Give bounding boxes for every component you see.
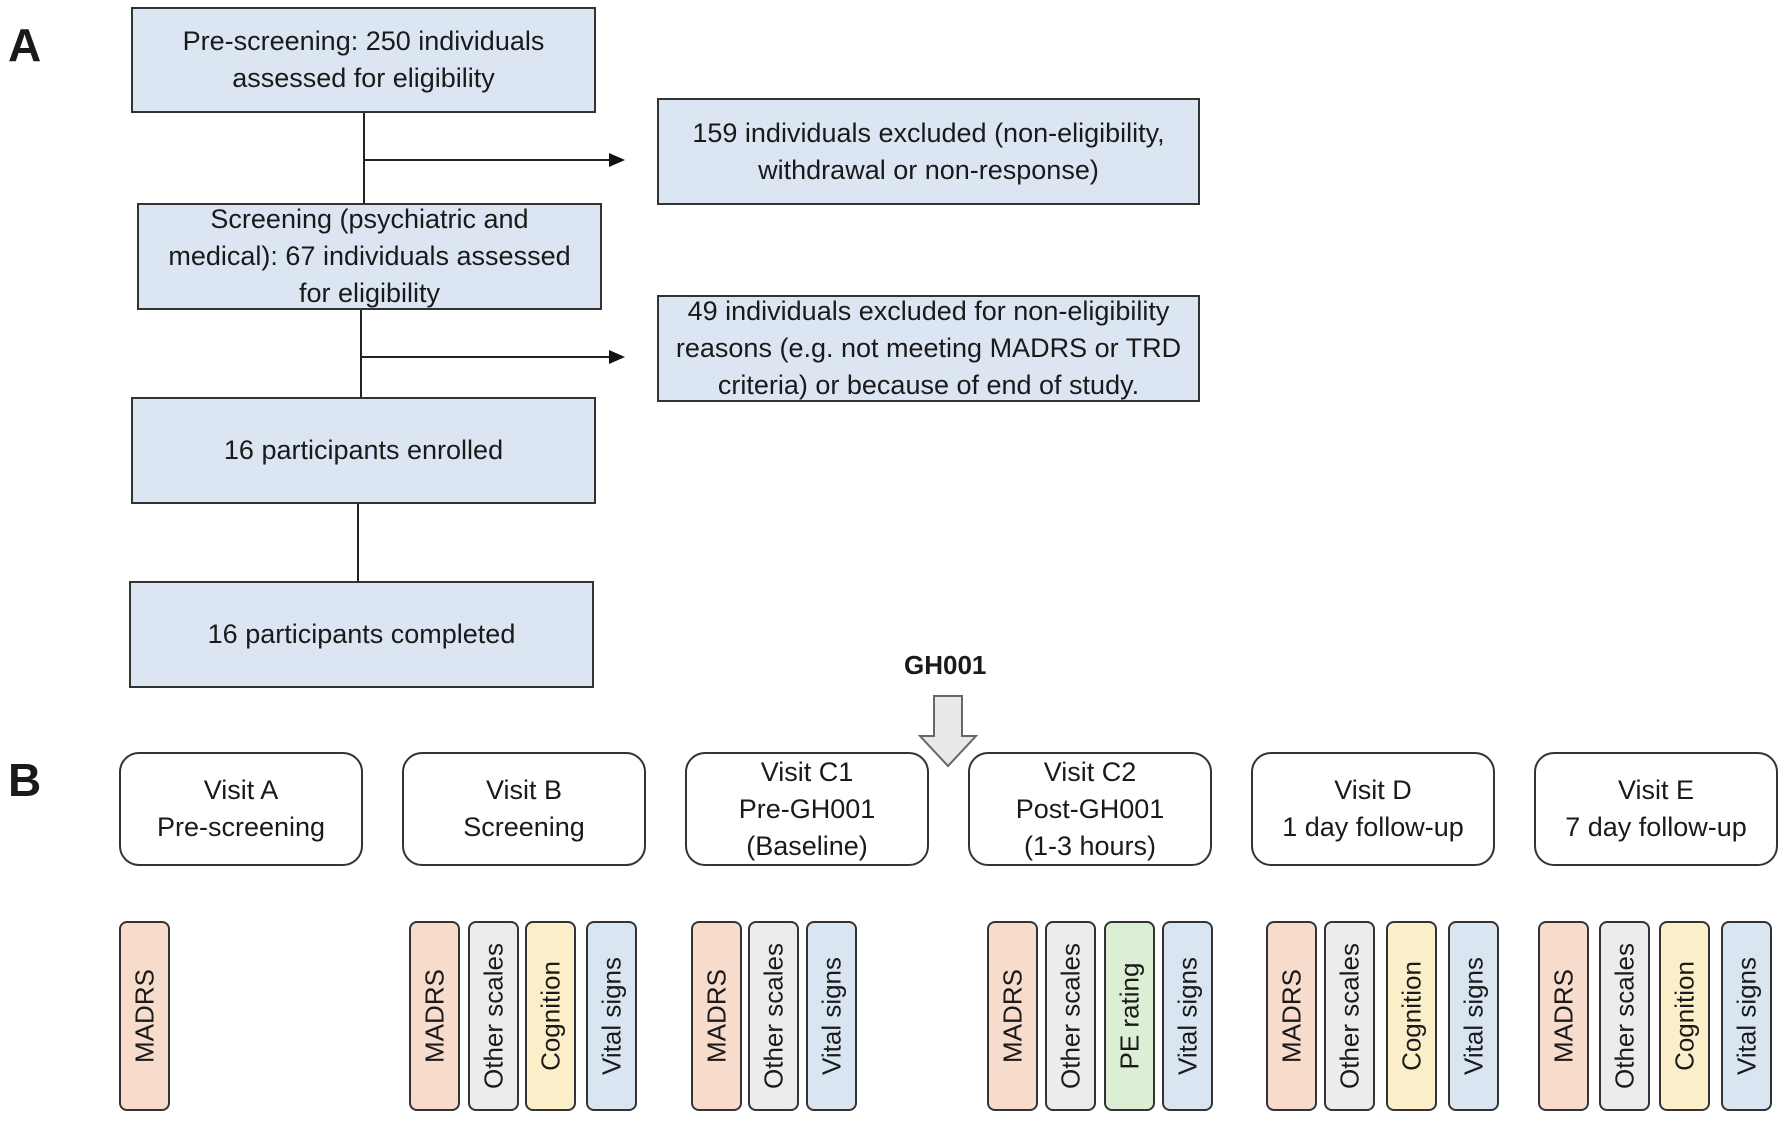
exclude2-line-1: 49 individuals excluded for non-eligibil… <box>687 296 1170 326</box>
visit-c1-box: Visit C1 Pre-GH001 (Baseline) <box>685 752 929 866</box>
visit-c2-subtitle: Post-GH001 <box>1015 793 1165 824</box>
panel-label-b: B <box>8 754 42 806</box>
visit-e-madrs: MADRS <box>1538 921 1589 1111</box>
visit-c1-title: Visit C1 <box>760 756 854 787</box>
gh001-label: GH001 <box>904 650 987 680</box>
visit-d-vital-signs: Vital signs <box>1448 921 1499 1111</box>
visit-b-title: Visit B <box>485 775 563 805</box>
visit-a-madrs: MADRS <box>119 921 170 1111</box>
visit-c2-vital-signs: Vital signs <box>1162 921 1213 1111</box>
visit-d-title: Visit D <box>1334 775 1412 805</box>
connector-exclude2 <box>360 356 613 358</box>
visit-c1-vital-signs: Vital signs <box>806 921 857 1111</box>
visit-a-title: Visit A <box>203 775 279 805</box>
visit-e-subtitle: 7 day follow-up <box>1565 812 1747 842</box>
screening-box: Screening (psychiatric and medical): 67 i… <box>137 203 602 310</box>
visit-e-title: Visit E <box>1617 775 1695 805</box>
measure-label: Vital signs <box>596 956 626 1076</box>
measure-label: Other scales <box>1609 943 1639 1089</box>
visit-c2-madrs: MADRS <box>987 921 1038 1111</box>
panel-label-a: A <box>8 19 42 71</box>
measure-label: Vital signs <box>1731 956 1761 1076</box>
screening-line-2: medical): 67 individuals assessed <box>168 241 571 271</box>
exclude2-line-2: reasons (e.g. not meeting MADRS or TRD <box>675 333 1182 363</box>
exclude1-line-2: withdrawal or non-response) <box>758 154 1099 185</box>
measure-label: Vital signs <box>1172 956 1202 1076</box>
visit-b-subtitle: Screening <box>463 812 585 842</box>
enrolled-box: 16 participants enrolled <box>131 397 596 504</box>
visit-e-other-scales: Other scales <box>1599 921 1650 1111</box>
visit-d-madrs: MADRS <box>1266 921 1317 1111</box>
visit-b-madrs: MADRS <box>409 921 460 1111</box>
connector-enrolled-completed <box>357 502 359 582</box>
dose-arrow-icon <box>917 695 979 768</box>
completed-text: 16 participants completed <box>207 619 516 649</box>
visit-a-box: Visit A Pre-screening <box>119 752 363 866</box>
prescreen-line-2: assessed for eligibility <box>232 63 495 93</box>
measure-label: Cognition <box>535 961 565 1071</box>
measure-label: Vital signs <box>1458 956 1488 1076</box>
measure-label: MADRS <box>129 969 159 1063</box>
completed-box: 16 participants completed <box>129 581 594 688</box>
measure-label: Other scales <box>758 943 788 1089</box>
visit-c1-subtitle: Pre-GH001 <box>738 793 876 824</box>
measure-label: Vital signs <box>816 956 846 1076</box>
prescreen-line-1: Pre-screening: 250 individuals <box>182 26 545 56</box>
visit-e-cognition: Cognition <box>1659 921 1710 1111</box>
visit-b-other-scales: Other scales <box>468 921 519 1111</box>
screening-line-1: Screening (psychiatric and <box>210 204 529 234</box>
measure-label: MADRS <box>1548 969 1578 1063</box>
visit-b-box: Visit B Screening <box>402 752 646 866</box>
exclude1-line-1: 159 individuals excluded (non-eligibilit… <box>692 117 1165 148</box>
measure-label: Cognition <box>1669 961 1699 1071</box>
excluded-49-box: 49 individuals excluded for non-eligibil… <box>657 295 1200 402</box>
measure-label: Other scales <box>1334 943 1364 1089</box>
measure-label: PE rating <box>1114 962 1144 1070</box>
visit-c2-other-scales: Other scales <box>1045 921 1096 1111</box>
exclude2-line-3: criteria) or because of end of study. <box>717 370 1140 400</box>
arrow-exclude2 <box>609 350 625 364</box>
enrolled-text: 16 participants enrolled <box>223 435 504 465</box>
visit-c2-box: Visit C2 Post-GH001 (1-3 hours) <box>968 752 1212 866</box>
measure-label: MADRS <box>701 969 731 1063</box>
visit-c1-madrs: MADRS <box>691 921 742 1111</box>
measure-label: MADRS <box>1276 969 1306 1063</box>
visit-e-box: Visit E 7 day follow-up <box>1534 752 1778 866</box>
visit-b-cognition: Cognition <box>525 921 576 1111</box>
visit-d-cognition: Cognition <box>1386 921 1437 1111</box>
visit-d-subtitle: 1 day follow-up <box>1282 812 1464 842</box>
prescreening-box: Pre-screening: 250 individuals assessed f… <box>131 7 596 113</box>
visit-c2-title: Visit C2 <box>1043 756 1137 787</box>
arrow-exclude1 <box>609 153 625 167</box>
visit-d-box: Visit D 1 day follow-up <box>1251 752 1495 866</box>
excluded-159-box: 159 individuals excluded (non-eligibilit… <box>657 98 1200 205</box>
visit-b-vital-signs: Vital signs <box>586 921 637 1111</box>
visit-c1-other-scales: Other scales <box>748 921 799 1111</box>
connector-screening-enrolled <box>360 308 362 398</box>
measure-label: Cognition <box>1396 961 1426 1071</box>
visit-c2-pe-rating: PE rating <box>1104 921 1155 1111</box>
visit-e-vital-signs: Vital signs <box>1721 921 1772 1111</box>
connector-exclude1 <box>363 159 613 161</box>
visit-d-other-scales: Other scales <box>1324 921 1375 1111</box>
visit-c1-note: (Baseline) <box>746 830 868 861</box>
measure-label: MADRS <box>419 969 449 1063</box>
visit-c2-note: (1-3 hours) <box>1023 830 1157 861</box>
measure-label: Other scales <box>1055 943 1085 1089</box>
screening-line-3: for eligibility <box>298 278 441 308</box>
measure-label: MADRS <box>997 969 1027 1063</box>
visit-a-subtitle: Pre-screening <box>156 812 326 842</box>
measure-label: Other scales <box>478 943 508 1089</box>
